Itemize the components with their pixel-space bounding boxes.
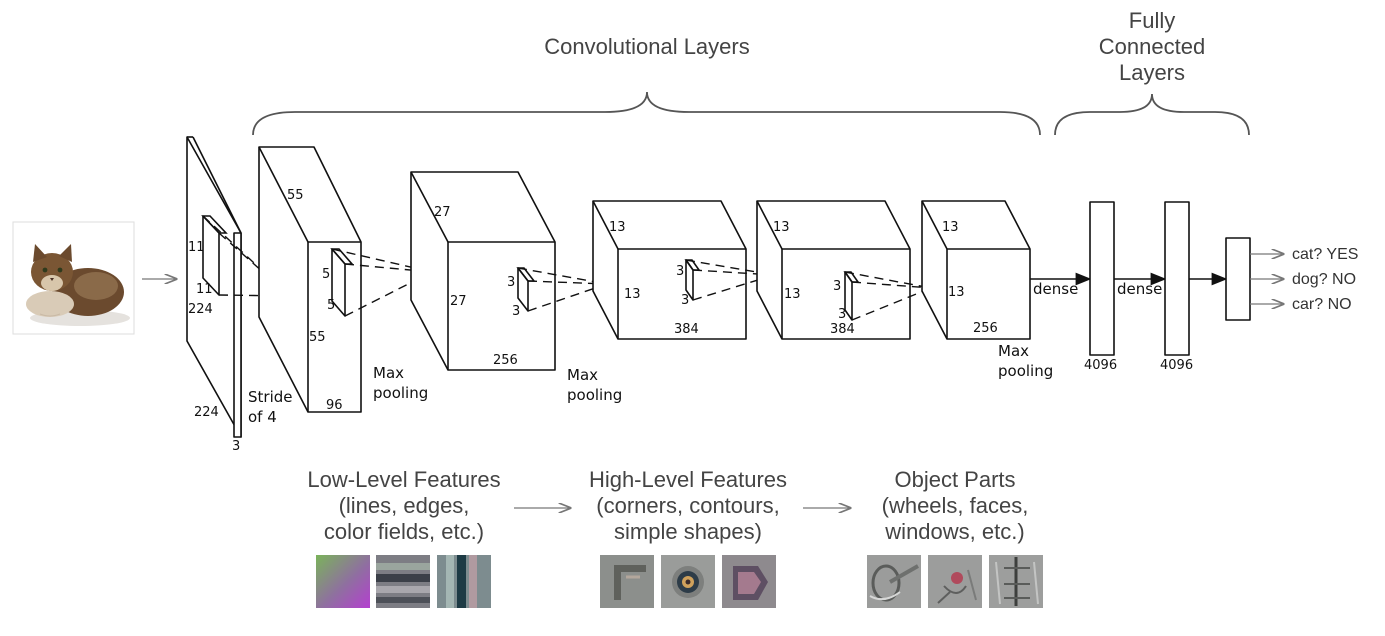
pool3-line-1: Max — [998, 342, 1029, 360]
high-level-line-3: simple shapes) — [614, 519, 762, 544]
fc2-layer — [1164, 201, 1190, 356]
dash-line — [517, 267, 608, 285]
input-dim-224b: 224 — [194, 405, 219, 420]
conv1-kernel-5b: 5 — [327, 298, 335, 313]
conv2-dim-256: 256 — [493, 353, 518, 368]
conv3-dim-384: 384 — [674, 322, 699, 337]
dash-line — [218, 294, 291, 297]
input-kernel — [201, 215, 228, 296]
pool3-line-2: pooling — [998, 362, 1053, 380]
dense-label-2: dense — [1117, 280, 1162, 298]
cat-photo — [12, 221, 135, 335]
conv-layers-heading: Convolutional Layers — [544, 34, 749, 59]
conv1-dim-55b: 55 — [309, 330, 326, 345]
stride-line-1: Stride — [248, 388, 293, 406]
conv5-dim-256: 256 — [973, 321, 998, 336]
fc1-layer — [1089, 201, 1115, 356]
input-dim-11a: 11 — [188, 240, 205, 255]
conv4-volume — [756, 200, 911, 340]
conv5-dim-13b: 13 — [948, 285, 965, 300]
object-part-thumb-window — [989, 555, 1043, 608]
high-level-thumb-corner — [600, 555, 654, 608]
conv3-volume — [592, 200, 747, 340]
object-parts-title: Object Parts — [894, 467, 1015, 492]
object-part-thumb-wheel — [867, 555, 921, 608]
conv1-dim-55a: 55 — [287, 188, 304, 203]
pool1-line-2: pooling — [373, 384, 428, 402]
conv2-kernel-3a: 3 — [507, 275, 515, 290]
conv5-dim-13a: 13 — [942, 220, 959, 235]
conv3-dim-13b: 13 — [624, 287, 641, 302]
low-level-line-2: (lines, edges, — [339, 493, 470, 518]
conv2-volume — [410, 171, 556, 371]
conv4-dim-13b: 13 — [784, 287, 801, 302]
conv5-volume — [921, 200, 1031, 340]
object-parts-line-2: (wheels, faces, — [882, 493, 1029, 518]
pool2-line-1: Max — [567, 366, 598, 384]
fc-heading-line-2: Connected — [1099, 34, 1205, 59]
low-level-thumb-horizontal-edges — [376, 555, 430, 608]
conv1-dim-96: 96 — [326, 398, 343, 413]
output-car: car? NO — [1292, 296, 1352, 313]
high-level-line-2: (corners, contours, — [596, 493, 779, 518]
output-cat: cat? YES — [1292, 246, 1358, 263]
conv3-kernel-3b: 3 — [681, 293, 689, 308]
low-level-thumb-vertical-edge — [437, 555, 491, 608]
conv2-dim-27b: 27 — [450, 294, 467, 309]
dash-line — [851, 281, 932, 289]
conv-layers-brace — [252, 91, 1041, 136]
output-layer — [1225, 237, 1251, 321]
fc-layers-brace — [1054, 93, 1250, 136]
fc-heading-line-3: Layers — [1119, 60, 1185, 85]
high-level-title: High-Level Features — [589, 467, 787, 492]
object-part-thumb-face — [928, 555, 982, 608]
fc-heading-line-1: Fully — [1129, 8, 1175, 33]
low-level-line-3: color fields, etc.) — [324, 519, 484, 544]
conv4-dim-13a: 13 — [773, 220, 790, 235]
conv4-kernel-3b: 3 — [838, 307, 846, 322]
conv4-dim-384: 384 — [830, 322, 855, 337]
high-level-thumb-shape — [722, 555, 776, 608]
conv4-kernel-3a: 3 — [833, 279, 841, 294]
conv2-kernel-3b: 3 — [512, 304, 520, 319]
stride-line-2: of 4 — [248, 408, 277, 426]
dash-line — [331, 248, 433, 273]
conv3-dim-13a: 13 — [609, 220, 626, 235]
fc1-size: 4096 — [1084, 358, 1117, 373]
object-parts-line-3: windows, etc.) — [884, 519, 1024, 544]
conv1-kernel-5a: 5 — [322, 267, 330, 282]
dense-label-1: dense — [1033, 280, 1078, 298]
low-level-thumb-gradient — [316, 555, 370, 608]
conv3-kernel-3a: 3 — [676, 264, 684, 279]
pool1-line-1: Max — [373, 364, 404, 382]
conv1-volume — [258, 146, 362, 413]
output-dog: dog? NO — [1292, 271, 1356, 288]
input-dim-11b: 11 — [196, 282, 213, 297]
pool2-line-2: pooling — [567, 386, 622, 404]
input-dim-3: 3 — [232, 439, 240, 454]
fc2-size: 4096 — [1160, 358, 1193, 373]
high-level-thumb-contour — [661, 555, 715, 608]
low-level-title: Low-Level Features — [307, 467, 500, 492]
input-dim-224a: 224 — [188, 302, 213, 317]
conv2-dim-27a: 27 — [434, 205, 451, 220]
